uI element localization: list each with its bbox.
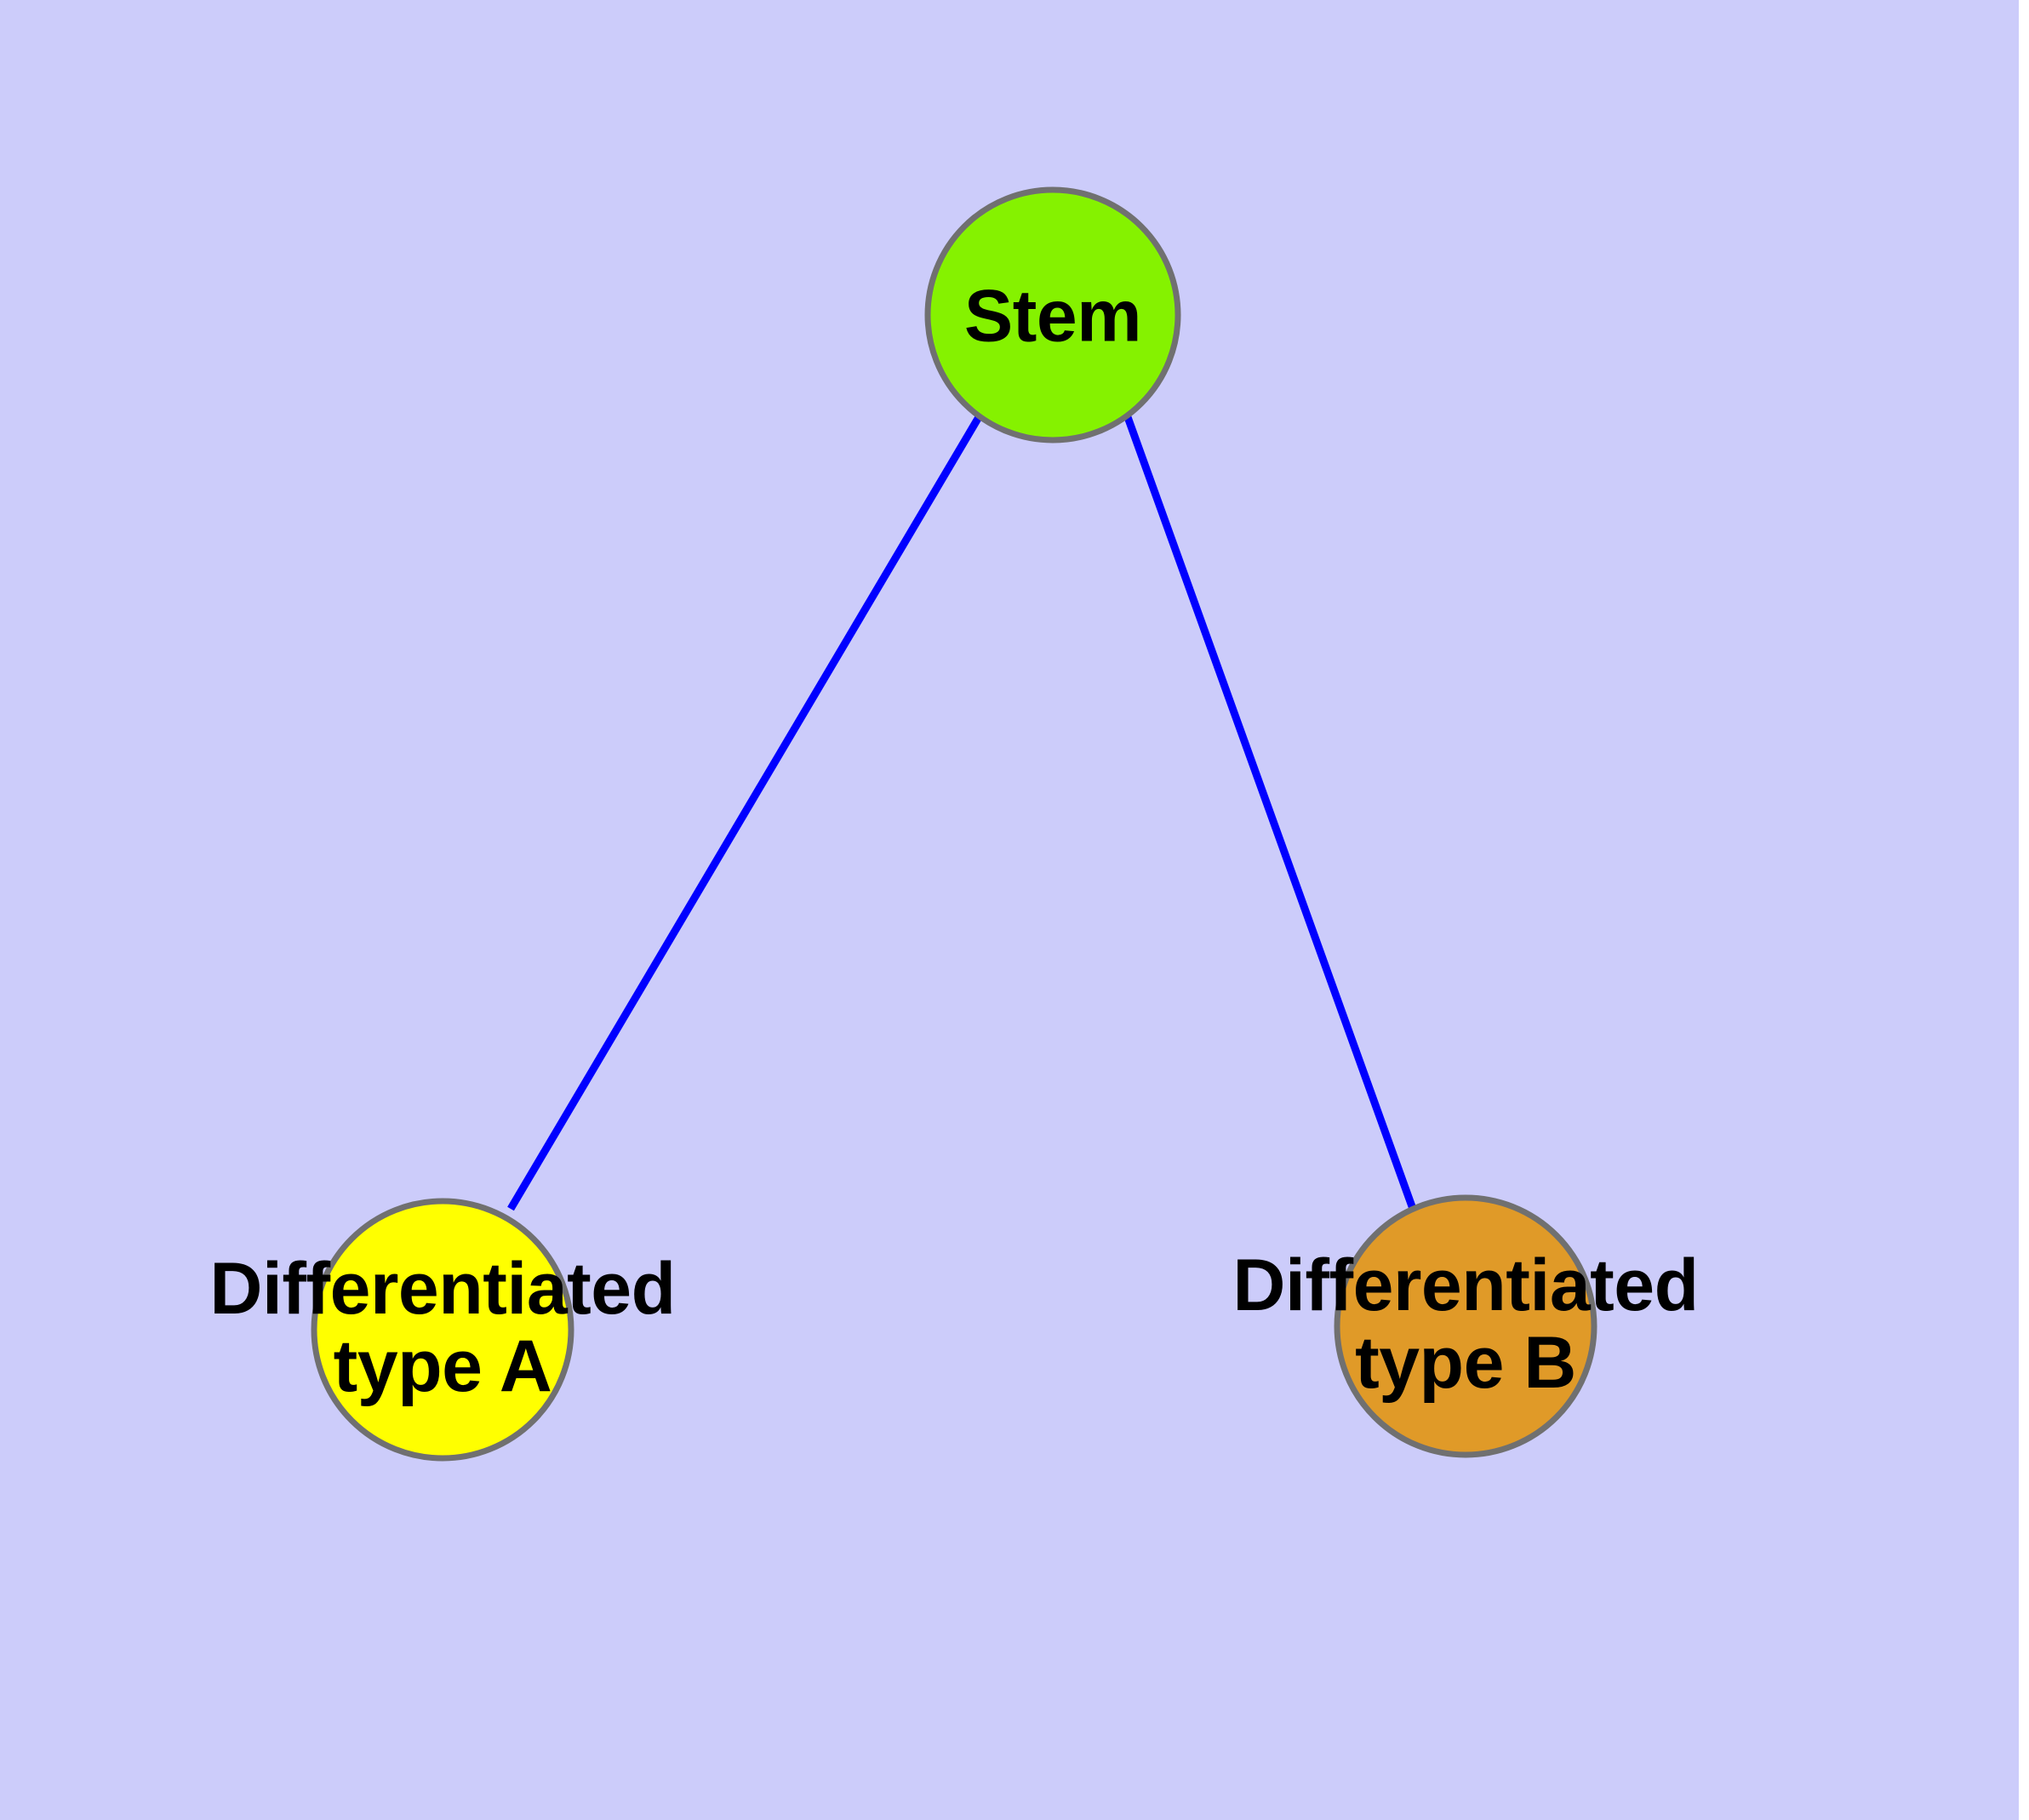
node-stem[interactable]	[924, 186, 1181, 444]
node-differentiated-type-b[interactable]	[1334, 1194, 1597, 1458]
node-differentiated-type-a[interactable]	[311, 1198, 574, 1462]
edge-layer	[507, 415, 1417, 1211]
edge-stem-to-differentiated-type-a	[507, 415, 982, 1211]
edge-stem-to-differentiated-type-b	[1123, 415, 1417, 1210]
node-layer	[311, 186, 1597, 1462]
